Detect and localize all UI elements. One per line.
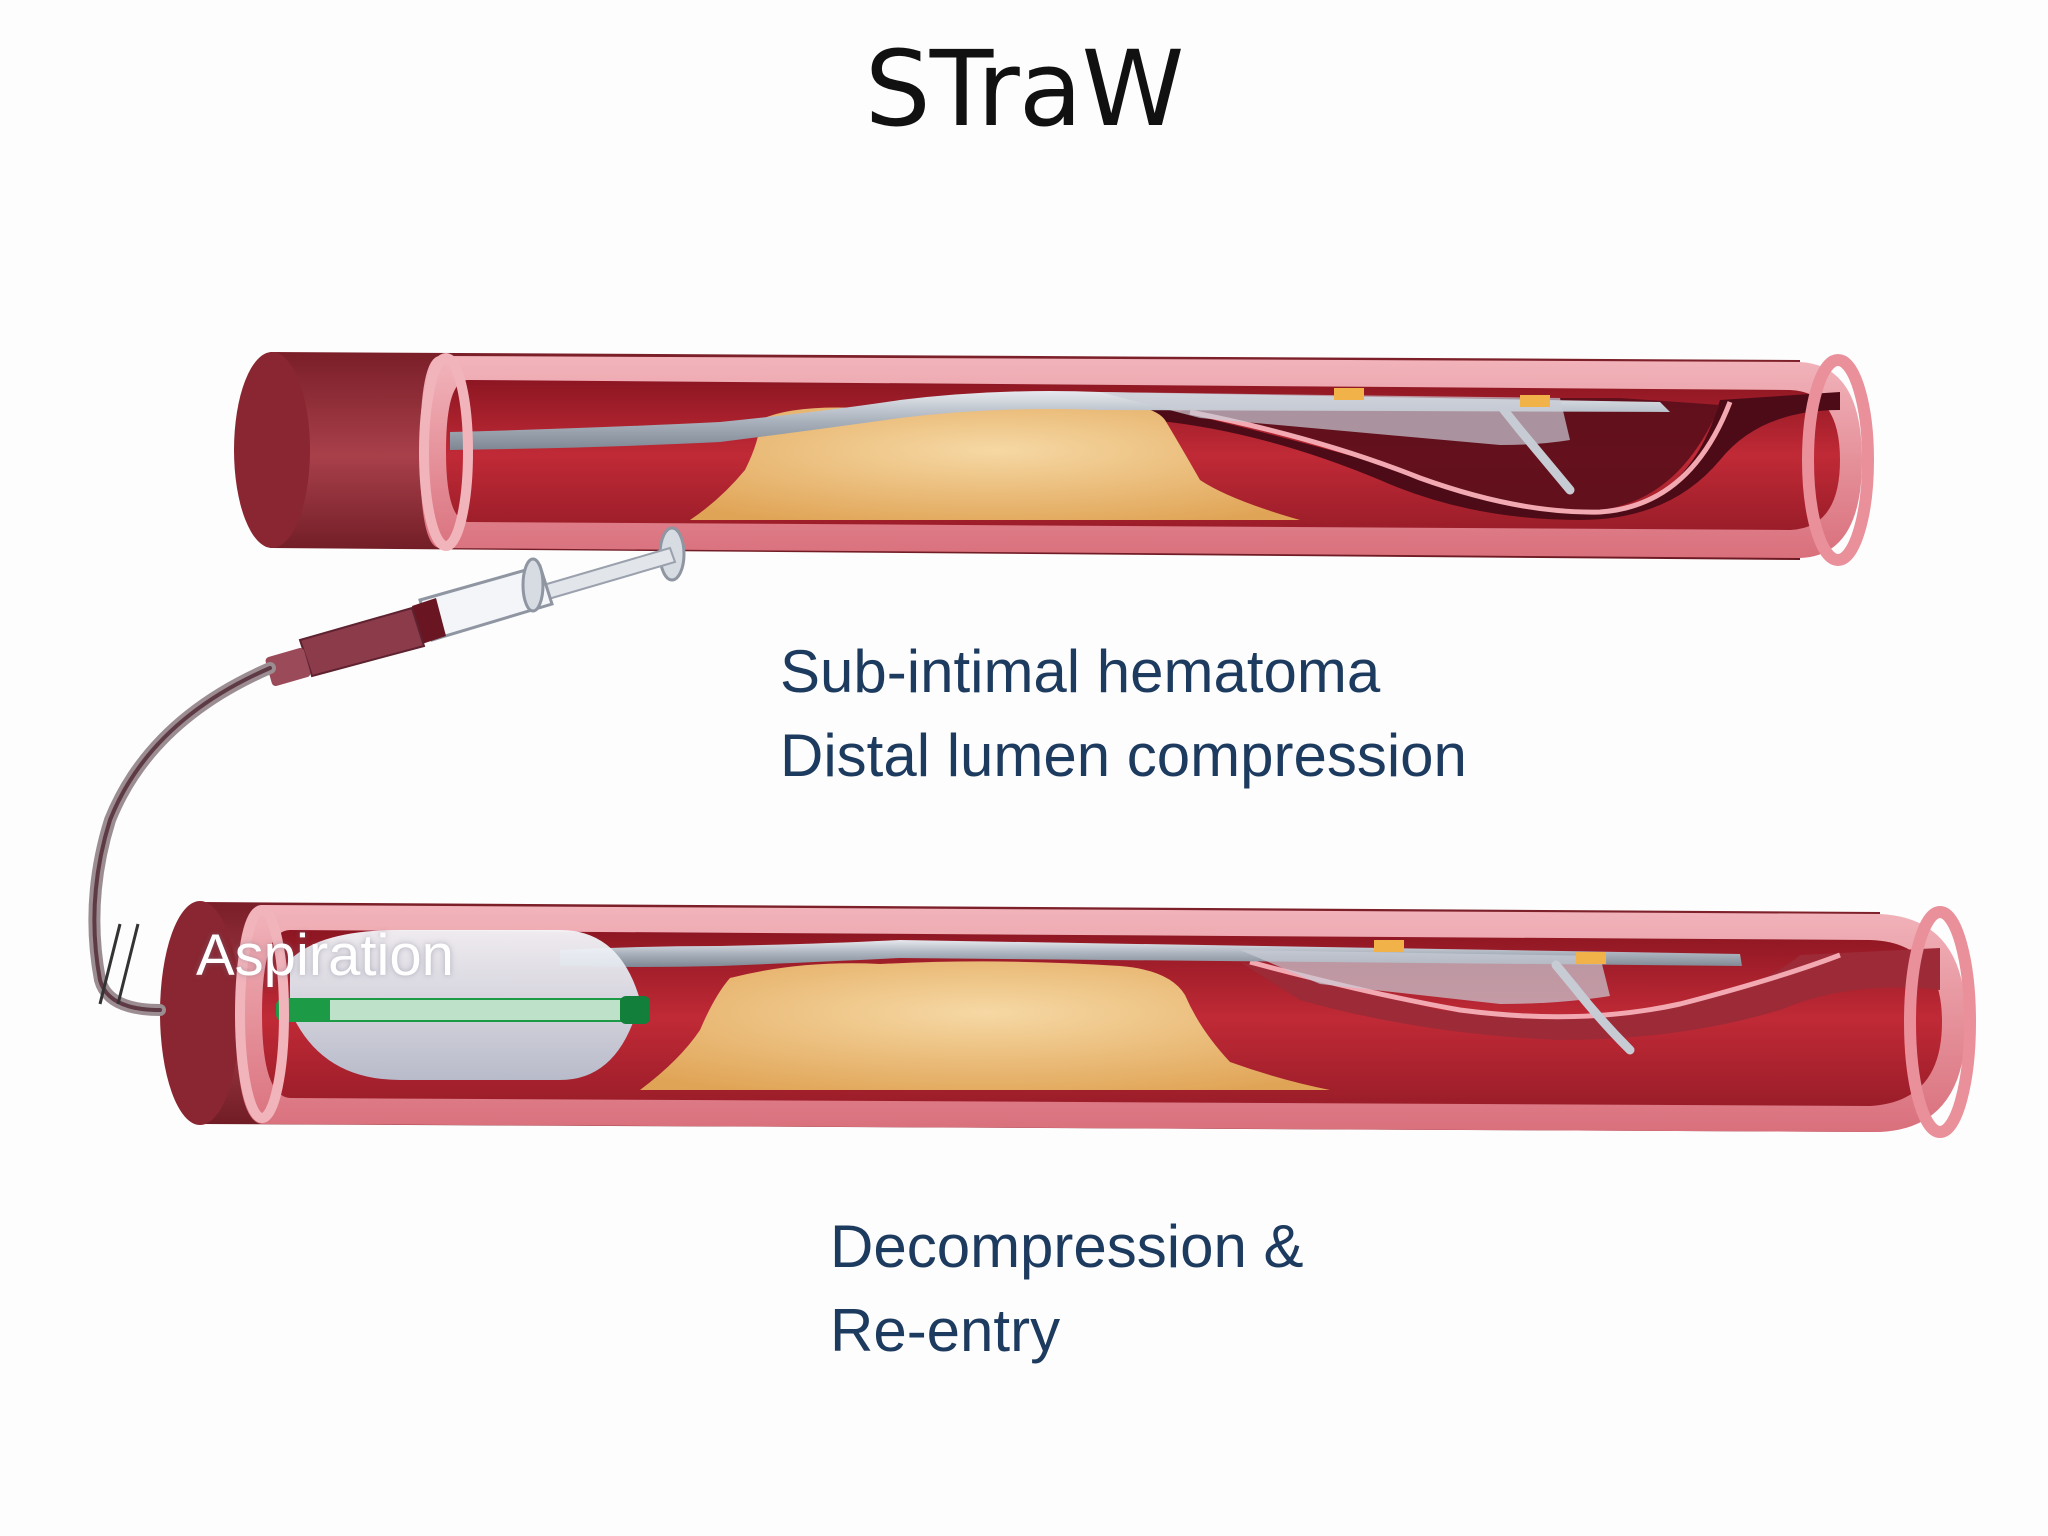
caption-bottom-line-2: Re-entry (830, 1297, 1061, 1364)
aspiration-catheter-tip (620, 996, 650, 1024)
syringe-hub (298, 606, 426, 678)
slide-title: STraW (864, 28, 1185, 150)
caption-top: Sub-intimal hematoma Distal lumen compre… (780, 630, 1467, 798)
caption-bottom-line-1: Decompression & (830, 1213, 1304, 1280)
top-vessel-right-cap (1802, 354, 1874, 566)
syringe-finger-grip (521, 557, 545, 613)
tubing-break-mark-1 (98, 923, 122, 1005)
top-marker-band-2 (1520, 395, 1550, 407)
bottom-vessel (160, 901, 1976, 1138)
tubing-break-mark-2 (116, 923, 140, 1005)
bottom-intimal-flap (1249, 952, 1841, 1020)
bottom-guidewire-tip (1551, 960, 1635, 1055)
bottom-vessel-left-ring (235, 905, 289, 1123)
bottom-marker-band-1 (1374, 940, 1404, 952)
bottom-vessel-left-cap (160, 901, 240, 1125)
top-vessel-left-cap (234, 352, 310, 548)
aspiration-tubing-inner (92, 666, 272, 1012)
top-vessel (234, 352, 1874, 566)
top-marker-band-1 (1334, 388, 1364, 400)
caption-top-line-2: Distal lumen compression (780, 722, 1467, 789)
syringe (265, 526, 686, 686)
top-device-sheath (1100, 392, 1570, 445)
syringe-connector (265, 648, 311, 686)
top-plaque (690, 404, 1300, 520)
aspiration-label: Aspiration (196, 923, 454, 988)
caption-bottom: Decompression & Re-entry (830, 1205, 1304, 1373)
top-guidewire-tip (1499, 405, 1575, 495)
syringe-plunger-rod (538, 546, 677, 602)
bottom-vessel-right-cap (1904, 906, 1976, 1138)
bottom-device-sheath (1240, 950, 1610, 1004)
aspiration-catheter-core (330, 1000, 620, 1020)
top-intimal-flap (1189, 401, 1733, 515)
top-vessel-left-ring (419, 353, 473, 551)
bottom-marker-band-2 (1576, 952, 1606, 964)
caption-top-line-1: Sub-intimal hematoma (780, 638, 1381, 705)
bottom-plaque (640, 961, 1330, 1090)
bottom-false-lumen (1240, 948, 1940, 1040)
